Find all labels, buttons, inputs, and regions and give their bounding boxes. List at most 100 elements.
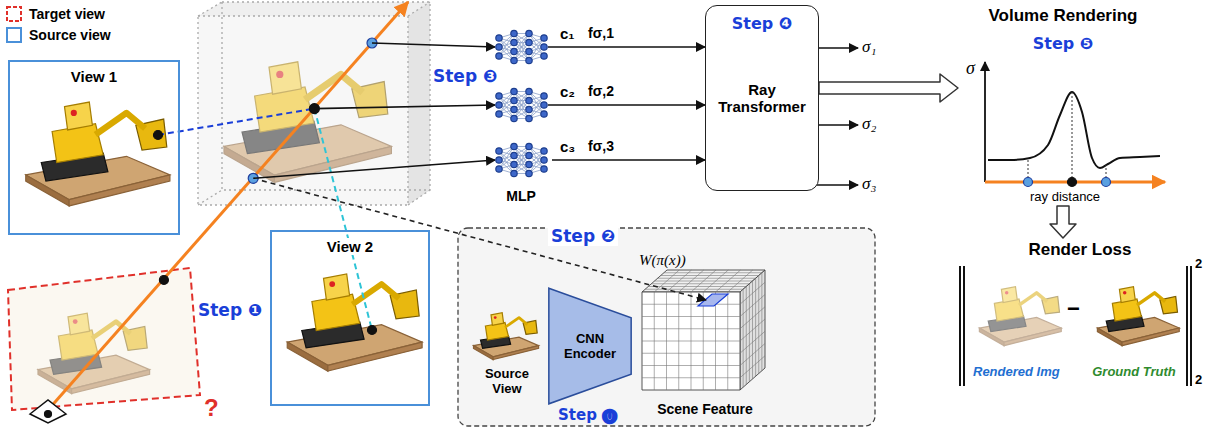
bulldozer-part — [68, 313, 90, 335]
mlp-neuron — [526, 57, 532, 63]
grid-line — [740, 356, 765, 378]
grid-line — [758, 276, 759, 374]
mlp-neuron — [541, 93, 547, 99]
output-arrow — [548, 104, 705, 106]
feature-vector — [698, 294, 728, 306]
target-view-frame — [8, 268, 200, 410]
grid-line — [715, 292, 716, 390]
mlp-neuron — [541, 53, 547, 59]
density-arrow — [815, 47, 858, 49]
mlp-neuron — [541, 102, 547, 108]
grid-line — [761, 273, 762, 371]
projected-point — [154, 131, 163, 140]
eye-symbol — [30, 400, 66, 423]
axis-label: σ — [966, 58, 975, 79]
projection-line — [314, 109, 372, 330]
grid-line — [661, 275, 759, 276]
mlp-neuron — [511, 88, 517, 94]
mlp-neuron — [496, 53, 502, 59]
bulldozer-part — [1112, 299, 1141, 321]
bulldozer-part — [52, 124, 103, 163]
subscript: 2 — [1195, 372, 1202, 387]
bulldozer-part — [485, 323, 508, 341]
text-holder: Render Loss — [955, 240, 1205, 260]
mlp-neuron — [526, 30, 532, 36]
exponent: 2 — [1195, 256, 1202, 271]
grid-line — [740, 319, 765, 341]
math-symbol: fσ,2 — [588, 83, 614, 99]
camera-ray — [48, 2, 408, 410]
grid-face — [740, 270, 765, 390]
bulldozer-light — [73, 319, 78, 324]
text-holder: Step ❹ — [706, 14, 818, 33]
step-label: Step ❶ — [198, 300, 262, 320]
bulldozer-light — [276, 71, 283, 78]
legend-label: Source view — [29, 27, 111, 43]
math-symbol: c₂ — [560, 83, 575, 100]
mlp-neuron — [541, 157, 547, 163]
mlp-neuron — [511, 115, 517, 121]
step-label: Step ❷ — [548, 226, 618, 246]
loss-panel: Render LossRendered Img Ground Truth — [955, 238, 1205, 388]
mlp-neuron — [511, 161, 517, 167]
bulldozer-part — [493, 346, 538, 360]
grid-line — [755, 278, 756, 376]
mlp-neuron — [496, 93, 502, 99]
text-holder: Scene Feature — [635, 400, 775, 418]
grid-line — [642, 341, 740, 342]
mlp-block: MLP — [490, 143, 552, 207]
density-symbol: σ₃ — [862, 174, 876, 194]
text-holder: Volume Rendering — [958, 6, 1168, 26]
feature-volume: Scene Feature — [635, 258, 775, 420]
cube-face — [408, 2, 430, 205]
density-curve — [988, 92, 1160, 168]
eye-pupil — [45, 411, 52, 418]
bulldozer-picture — [224, 62, 391, 183]
block-arrow — [1050, 206, 1076, 238]
projection-line — [158, 109, 314, 135]
mlp-neuron — [511, 57, 517, 63]
bulldozer-part — [994, 299, 1023, 321]
density-plot — [985, 62, 1165, 187]
image-block: Source View — [463, 295, 551, 399]
grid-line — [664, 272, 762, 273]
mlp-link — [514, 147, 529, 174]
bulldozer-part — [312, 294, 360, 330]
text-holder: View 2 — [272, 238, 428, 256]
bulldozer-picture — [474, 313, 539, 360]
node-label: Scene Feature — [657, 401, 753, 417]
text-holder: View 1 — [10, 68, 178, 86]
mlp-neuron — [526, 48, 532, 54]
bulldozer-light — [1123, 291, 1127, 295]
projected-point — [368, 326, 377, 335]
text-holder: Rendered Img — [967, 362, 1066, 380]
node-label: Rendered Img — [973, 364, 1060, 379]
loss-norm — [960, 266, 1191, 386]
bulldozer-arm — [96, 113, 146, 135]
output-arrow — [548, 46, 705, 48]
bulldozer-light — [329, 281, 335, 287]
math-symbol: c₁ — [560, 25, 575, 42]
encoder-trapezoid — [549, 288, 631, 404]
norm-bar — [959, 266, 961, 386]
grid-line — [703, 292, 704, 390]
bulldozer-part — [1119, 287, 1135, 303]
mlp-icon — [496, 88, 547, 121]
mlp-neuron — [496, 35, 502, 41]
mlp-neuron — [496, 148, 502, 154]
bulldozer-part — [1004, 328, 1061, 346]
legend: Target viewSource view — [5, 3, 111, 45]
bulldozer-picture — [1097, 287, 1179, 346]
mlp-neuron — [496, 44, 502, 50]
mlp-neuron — [526, 152, 532, 158]
mlp-neuron — [526, 106, 532, 112]
text-holder: Ground Truth — [1085, 362, 1183, 380]
mlp-neuron — [526, 115, 532, 121]
bulldozer-picture — [26, 102, 170, 206]
legend-label: Target view — [29, 6, 105, 22]
text-holder: CNN Encoder — [548, 331, 632, 362]
encoder-block: CNN Encoder — [548, 287, 632, 405]
arrow-connector — [552, 159, 705, 161]
